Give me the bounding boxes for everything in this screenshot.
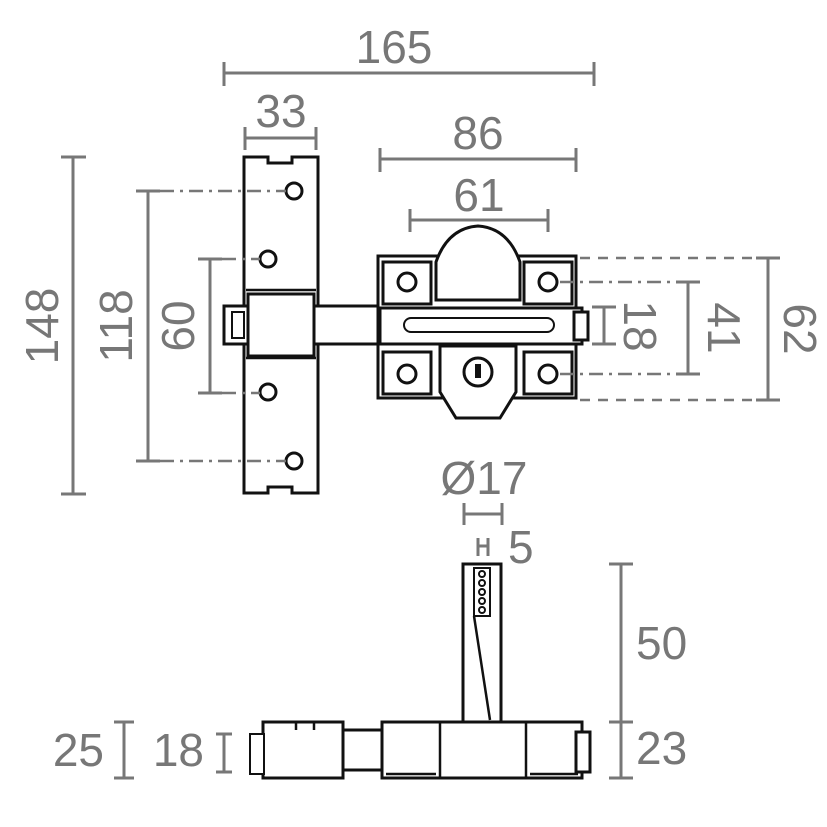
dim-overall-width: 165	[356, 21, 433, 73]
mounting-hole-icon	[258, 382, 278, 402]
mounting-hole-icon	[284, 181, 304, 201]
bolt-bar	[312, 304, 388, 346]
side-view	[249, 562, 592, 780]
mounting-hole-icon	[537, 271, 559, 293]
dim-body-holes: 41	[698, 302, 750, 353]
bolt-guide	[246, 292, 316, 358]
dim-bolt-height: 18	[614, 300, 666, 351]
dim-plate-height: 148	[16, 288, 68, 365]
mounting-hole-icon	[537, 363, 559, 385]
guard-dome	[434, 224, 522, 302]
dim-body-width: 86	[452, 107, 503, 159]
front-view	[222, 155, 590, 495]
dim-key-width: 5	[508, 521, 534, 573]
dim-plate-depth-outer: 25	[53, 724, 104, 776]
dim-plate-depth-inner: 18	[153, 724, 204, 776]
dim-body-depth: 23	[636, 722, 687, 774]
side-view-dimensions: 5 50 23 25 18	[53, 521, 687, 780]
dim-body-height: 62	[774, 303, 826, 354]
dim-hole-spacing-inner: 60	[152, 300, 204, 351]
body-side	[380, 720, 584, 780]
mounting-hole-icon	[258, 249, 278, 269]
mounting-hole-icon	[284, 451, 304, 471]
dim-guard-width: 61	[453, 169, 504, 221]
front-view-dimensions: 165 33 86 61 148 118 60	[16, 21, 826, 525]
dim-hole-spacing-outer: 118	[90, 289, 142, 362]
dim-plate-width: 33	[255, 85, 306, 137]
plate-side	[261, 720, 345, 780]
mounting-hole-icon	[396, 271, 418, 293]
dim-cylinder-diameter: Ø17	[441, 452, 528, 504]
dim-key-length: 50	[636, 617, 687, 669]
mounting-hole-icon	[396, 363, 418, 385]
